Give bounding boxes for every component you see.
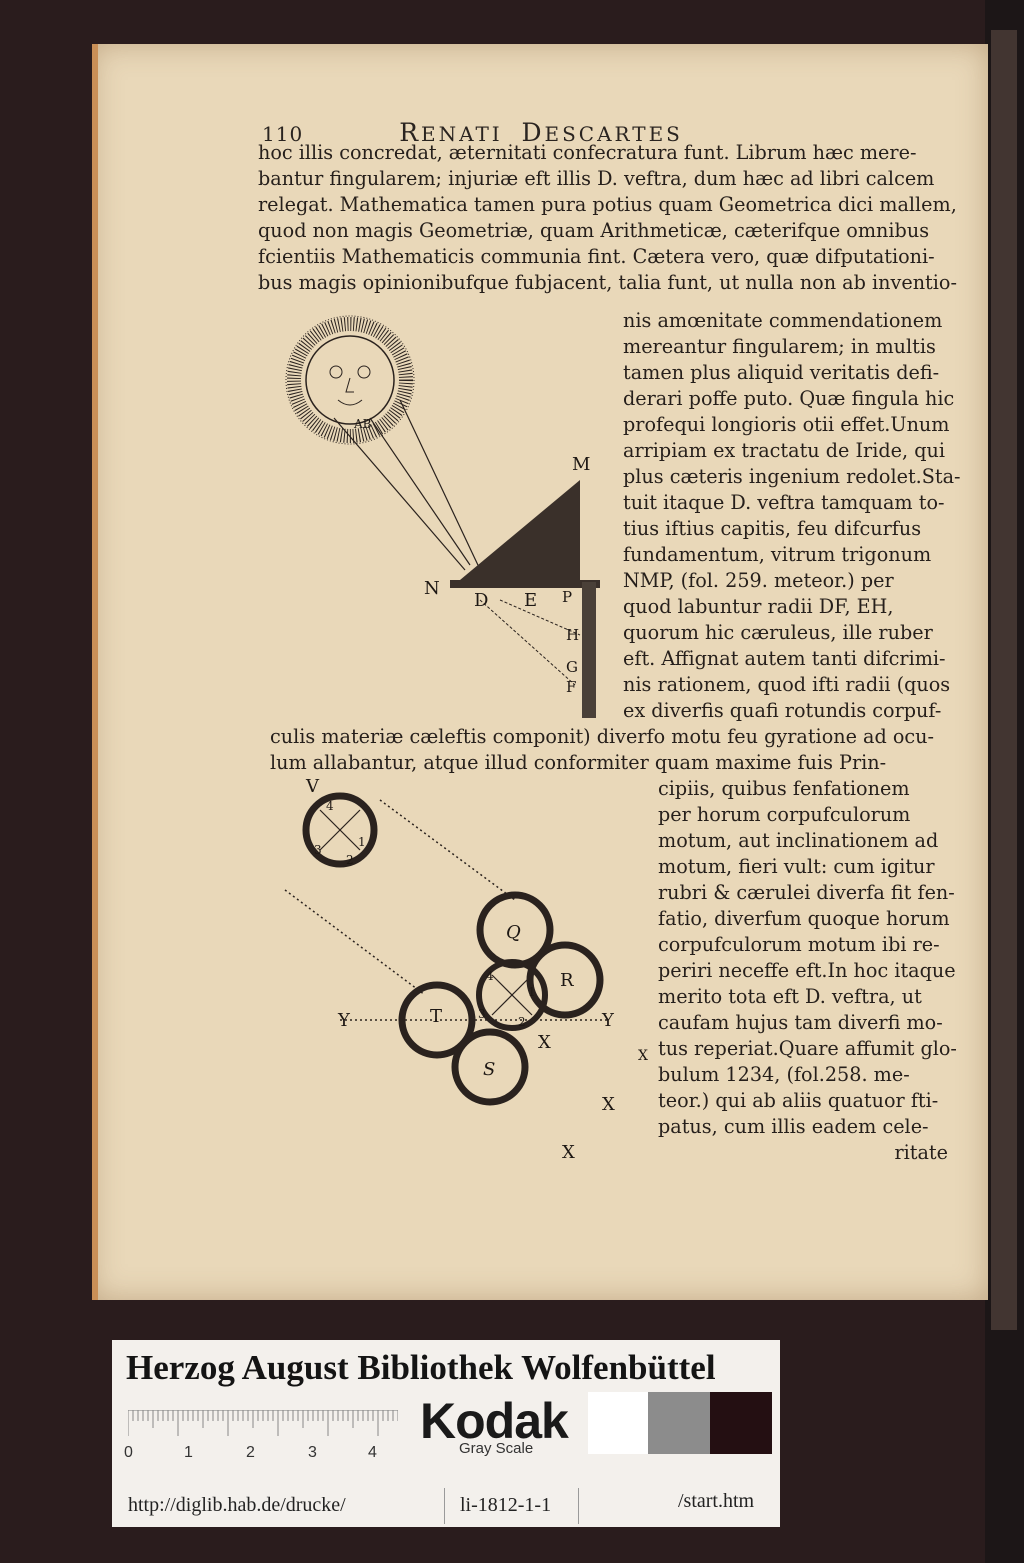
page-number: 110	[262, 122, 304, 146]
page-gutter-edge	[92, 44, 98, 1300]
swatch-white	[588, 1392, 648, 1454]
label-p: P	[562, 588, 572, 606]
gray-scale-label: Gray Scale	[459, 1440, 534, 1457]
globules-figure: V Q R T S Y Y X X X X 4 1 2 3 4 1 2 3	[284, 776, 648, 1163]
url-start: /start.htm	[678, 1490, 755, 1512]
number-1b: 1	[528, 985, 536, 999]
label-d: D	[474, 590, 488, 611]
screen-bar	[582, 582, 596, 718]
text-column-first: nis amœnitate commendationem mereantur f…	[623, 309, 961, 722]
dotted-line-1	[379, 799, 516, 901]
swatch-black	[710, 1392, 772, 1454]
globule-s-icon	[451, 1028, 529, 1106]
label-n: N	[424, 578, 440, 599]
ray-line-df	[479, 599, 576, 686]
text-block-top: hoc illis concredat, æternitati confecra…	[258, 141, 957, 294]
ray-line-2	[369, 417, 471, 566]
cross-line	[319, 809, 361, 851]
label-h: H	[566, 626, 579, 644]
label-x-4: X	[562, 1142, 575, 1163]
ray-line-eh	[499, 599, 581, 636]
sun-ray-ring	[287, 317, 413, 443]
number-2: 2	[346, 853, 354, 867]
label-y-left: Y	[337, 1010, 351, 1031]
divider	[444, 1488, 445, 1524]
sun-left-eye	[329, 365, 343, 379]
sun-face-icon	[305, 335, 395, 425]
label-y-right: Y	[601, 1010, 615, 1031]
sun-mouth	[337, 399, 363, 406]
scanner-background	[985, 0, 1024, 1563]
url-signature: li-1812-1-1	[460, 1494, 552, 1516]
label-t: T	[430, 1006, 442, 1027]
url-base: http://diglib.hab.de/drucke/	[128, 1494, 346, 1516]
globule-centre-icon	[476, 959, 548, 1031]
sun-rays	[285, 315, 415, 445]
next-page-edge	[991, 30, 1017, 1330]
book-page	[92, 44, 988, 1300]
label-q: Q	[506, 922, 521, 943]
ray-line-3	[399, 399, 486, 581]
number-4b: 4	[486, 969, 494, 983]
kodak-logo: Kodak	[420, 1393, 569, 1449]
label-x-2: X	[638, 1048, 648, 1064]
number-3b: 3	[478, 1007, 486, 1021]
number-2b: 2	[518, 1015, 526, 1029]
label-v: V	[305, 776, 320, 797]
color-target-card: Herzog August Bibliothek Wolfenbüttel 0 …	[112, 1340, 780, 1527]
dotted-line-2	[284, 889, 426, 996]
ray-line-1	[333, 417, 466, 571]
sun-right-eye	[357, 365, 371, 379]
text-block-middle: culis materiæ cæleftis componit) diverfo…	[270, 725, 935, 774]
globule-r-icon	[526, 941, 604, 1019]
globule-1234-icon	[302, 792, 378, 868]
library-title: Herzog August Bibliothek Wolfenbüttel	[126, 1348, 716, 1387]
number-4: 4	[326, 799, 334, 813]
label-r: R	[560, 970, 574, 991]
cross-line	[491, 974, 533, 1016]
divider	[578, 1488, 579, 1524]
label-g: G	[566, 658, 578, 676]
label-s: S	[483, 1059, 495, 1080]
label-x-1: X	[538, 1032, 551, 1053]
label-f: F	[566, 678, 576, 696]
sun-nose	[345, 377, 354, 393]
label-ab: AB	[353, 417, 372, 431]
swatch-gray	[648, 1392, 710, 1454]
prism-triangle	[460, 480, 580, 580]
label-x-3: X	[602, 1094, 615, 1115]
label-e: E	[524, 590, 537, 611]
ruler-scale	[128, 1410, 398, 1436]
number-1: 1	[358, 835, 366, 849]
text-column-second: cipiis, quibus fenfationem per horum cor…	[658, 777, 957, 1164]
prism-base	[450, 580, 600, 588]
prism-figure: M N D E P H G F AB	[285, 315, 600, 718]
number-3: 3	[314, 843, 322, 857]
globule-t-icon	[398, 981, 476, 1059]
label-m: M	[572, 454, 590, 475]
